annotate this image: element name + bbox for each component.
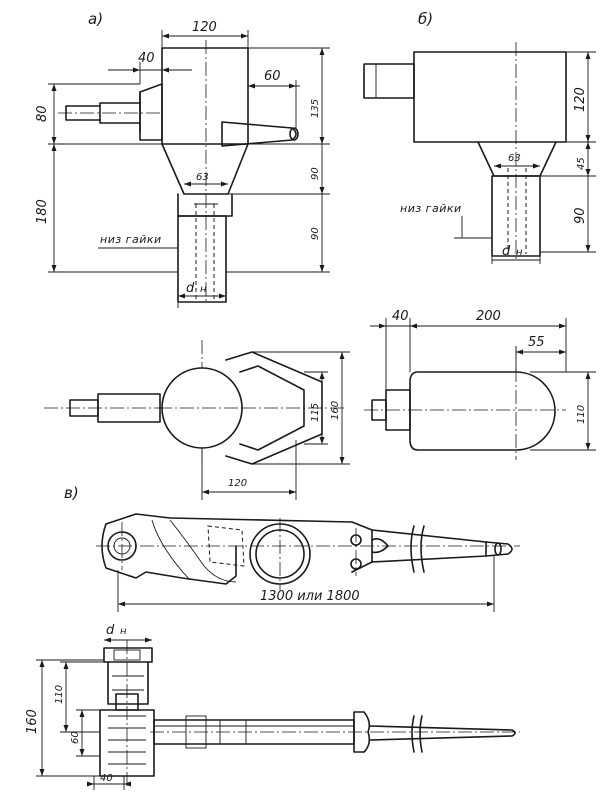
- view-a-dim-left-height: 80: [35, 105, 50, 122]
- view-b-nut-note: низ гайки: [400, 202, 462, 215]
- view-b-stick: [363, 63, 415, 99]
- view-a-shank-d: d: [186, 281, 195, 296]
- view-a-plan-dim-jaw: 120: [228, 478, 247, 489]
- view-c-tip: [485, 541, 513, 557]
- view-a-tag: а): [88, 10, 103, 28]
- view-a-plan: 115 160 120: [44, 340, 350, 500]
- view-b-elevation: б) 120 45 90 63 низ гайки: [363, 10, 596, 264]
- view-c-tag: в): [64, 484, 79, 502]
- view-b-shank-d: d: [502, 244, 511, 259]
- view-a-dim-left-total: 180: [35, 199, 50, 224]
- view-a-dim-right-upper: 135: [310, 99, 321, 118]
- view-a-nut-note: низ гайки: [100, 233, 162, 246]
- view-a-dim-right-lower: 90: [310, 227, 321, 240]
- view-c-lever: в) 1300 или 1800: [64, 484, 520, 612]
- view-a-shank-sub: н: [200, 284, 207, 295]
- view-a-plan-dim-inner: 115: [310, 403, 321, 422]
- view-b-plan: 40 200 55 110: [364, 309, 596, 460]
- view-c-dim-lower: 60: [70, 731, 81, 744]
- view-b-shank: [491, 175, 541, 257]
- view-c-side: d н 160 110 60 40: [25, 623, 520, 790]
- view-c-d: d: [106, 623, 115, 638]
- view-a-left-shank: [99, 102, 141, 124]
- view-a-body: [161, 47, 249, 145]
- view-b-plan-dim-nose: 55: [528, 335, 545, 350]
- view-a-dim-right-mid: 90: [310, 167, 321, 180]
- view-c-d-sub: н: [120, 626, 127, 637]
- view-b-body: [413, 51, 567, 143]
- view-c-dim-width: 40: [100, 773, 113, 784]
- view-c-arm: [371, 529, 487, 563]
- view-a-dim-top-width: 120: [192, 20, 217, 35]
- view-c-dim-upper: 110: [54, 685, 65, 704]
- view-c-dim-total: 160: [25, 709, 40, 734]
- view-a-cone: [161, 143, 249, 195]
- view-b-dim-body-height: 120: [573, 87, 588, 112]
- view-c-nut: [103, 647, 153, 663]
- view-b-dim-shank-height: 90: [573, 207, 588, 224]
- view-a-elevation: а) 120 40: [35, 10, 330, 308]
- view-a-dim-left-offset: 40: [138, 51, 155, 66]
- view-b-plan-dim-height: 110: [576, 405, 587, 424]
- view-c-handle-end: [353, 711, 371, 753]
- view-a-dim-neck: 63: [196, 172, 209, 183]
- view-a-right-pin: [221, 121, 297, 147]
- view-b-plan-body: [409, 371, 556, 451]
- view-c-bracket: [99, 709, 155, 777]
- view-a-shank: [177, 215, 227, 303]
- view-b-plan-dim-length: 200: [476, 309, 501, 324]
- view-b-dim-neck: 63: [508, 153, 521, 164]
- view-a-plan-dim-outer: 160: [330, 401, 341, 420]
- view-b-tag: б): [418, 10, 433, 28]
- view-b-dim-neck-height: 45: [576, 157, 587, 170]
- view-a-dim-right-offset: 60: [264, 69, 281, 84]
- view-b-shank-sub: н: [516, 247, 523, 258]
- view-c-dim-length: 1300 или 1800: [260, 589, 360, 604]
- view-a-left-wedge: [139, 83, 163, 141]
- view-b-plan-dim-collar: 40: [392, 309, 409, 324]
- view-c-left-eye: [101, 523, 237, 585]
